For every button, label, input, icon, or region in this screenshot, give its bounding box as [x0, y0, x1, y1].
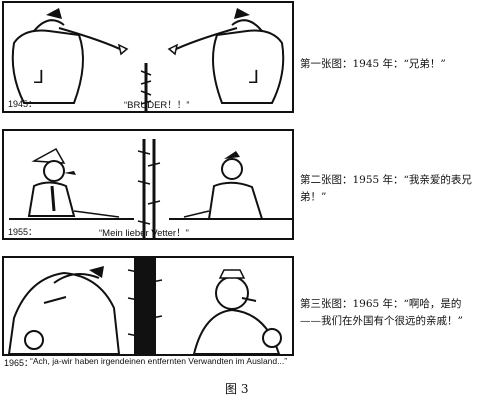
panel-caption: “Ach, ja-wir haben irgendeinen entfernte…	[30, 356, 288, 366]
panel-caption: “BRUDER！！”	[124, 100, 190, 111]
panel-year-label: 1945：	[8, 99, 38, 109]
cartoon-illustration-1965	[7, 258, 282, 354]
svg-text:⅃: ⅃	[248, 67, 259, 88]
cartoon-panel-1955: 1955： “Mein lieber Vetter！”	[2, 129, 294, 240]
cartoon-illustration-1945: ⅃ ⅃	[11, 8, 285, 111]
description-1955: 第二张图：1955 年：“我亲爱的表兄弟！”	[300, 174, 472, 203]
panel-year-label: 1965：	[4, 358, 34, 368]
description-1945: 第一张图：1945 年：“兄弟！”	[300, 58, 446, 70]
cartoon-illustration-1955	[9, 139, 292, 238]
figure-label: 图 3	[225, 382, 249, 396]
svg-text:⅃: ⅃	[33, 67, 44, 88]
cartoon-panel-1965	[2, 256, 294, 356]
cartoon-panel-1945: ⅃ ⅃ 1945： “BRUDER！！”	[2, 1, 294, 113]
description-1965: 第三张图：1965 年：“啊哈，是的——我们在外国有个很远的亲戚！”	[300, 298, 463, 327]
panel-year-label: 1955：	[8, 227, 38, 237]
panel-caption: “Mein lieber Vetter！”	[99, 228, 189, 239]
